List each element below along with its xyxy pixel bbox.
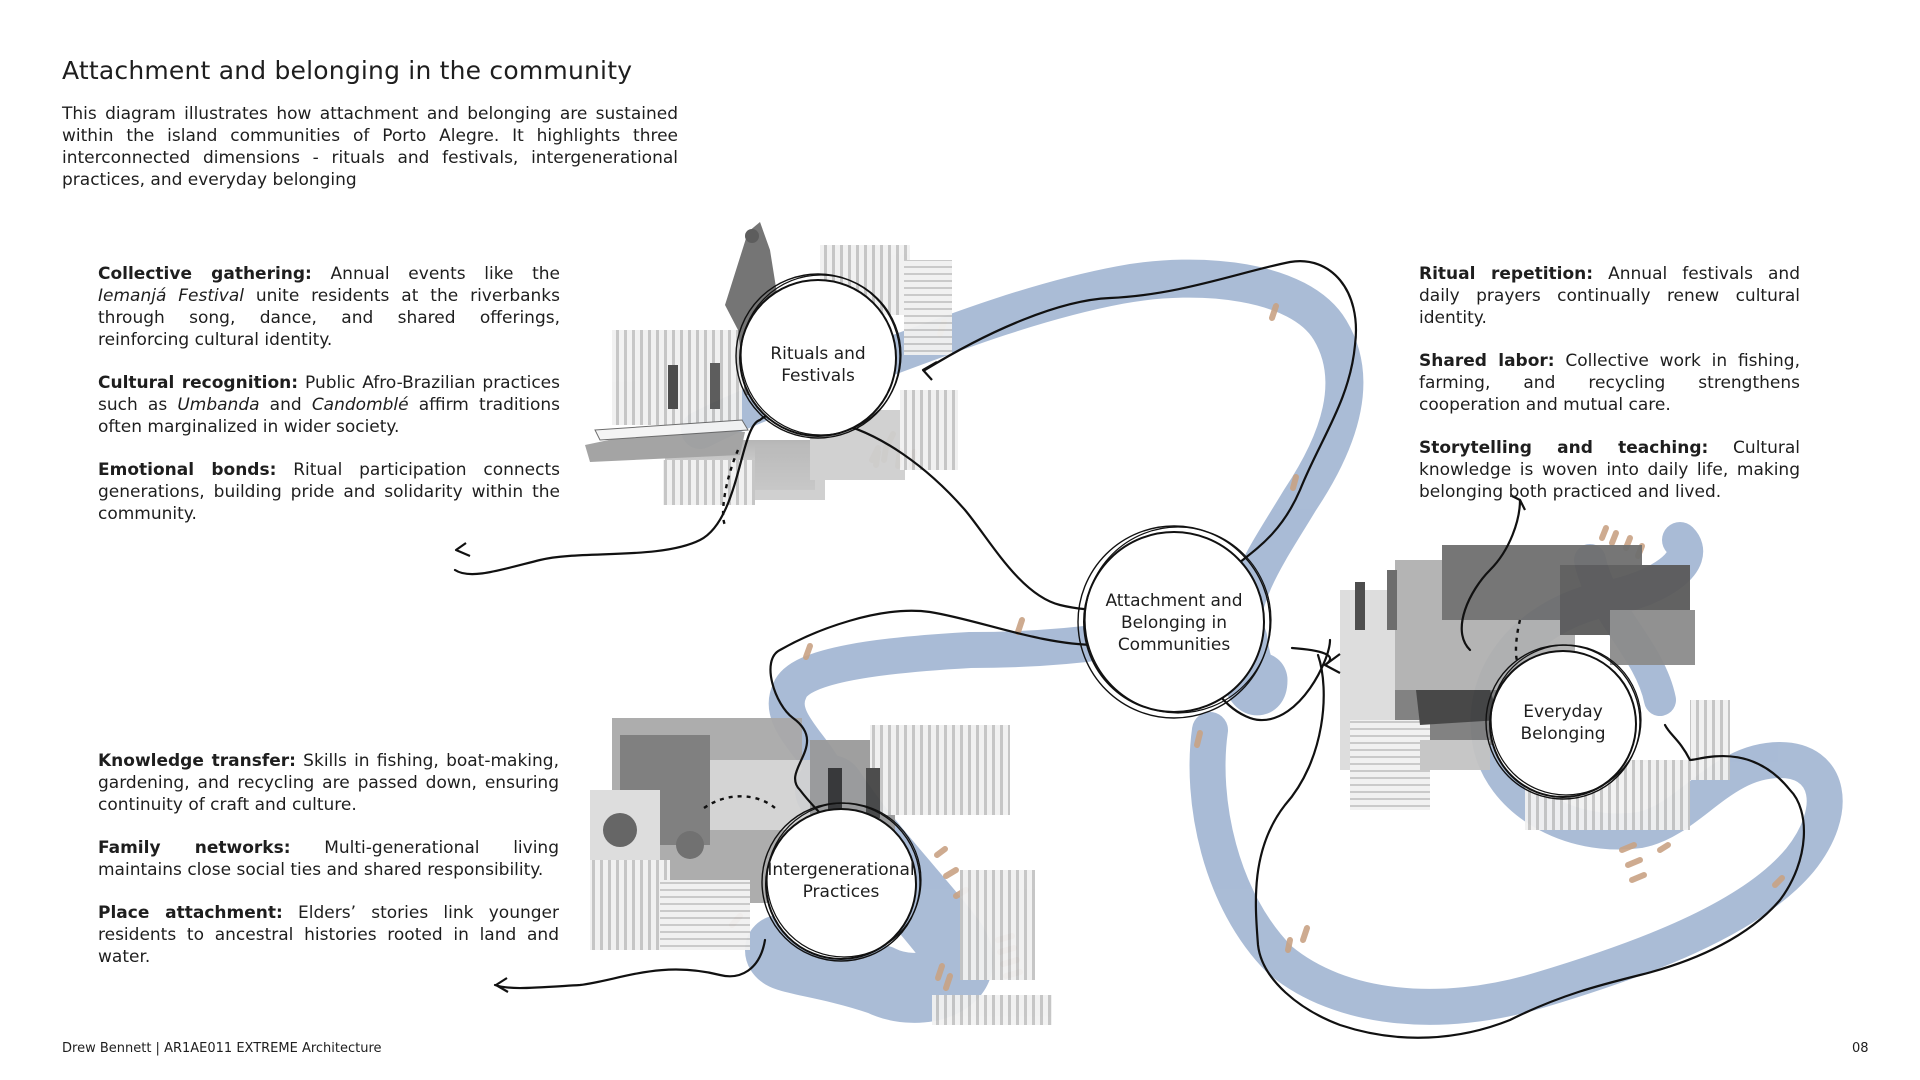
- paragraph-term: Cultural recognition:: [98, 373, 299, 393]
- paragraph-text: Annual festivals and daily prayers conti…: [1419, 264, 1800, 328]
- text-paragraph: Knowledge transfer: Skills in fishing, b…: [98, 750, 559, 816]
- paragraph-italic-text: Candomblé: [311, 395, 409, 415]
- paragraph-term: Knowledge transfer:: [98, 751, 296, 771]
- intro-paragraph: This diagram illustrates how attachment …: [62, 104, 678, 190]
- paragraph-text: and: [259, 395, 312, 415]
- paragraph-text: Skills in fishing, boat-making, gardenin…: [98, 751, 559, 815]
- paragraph-term: Ritual repetition:: [1419, 264, 1594, 284]
- node-circles: [735, 273, 1642, 962]
- paragraph-term: Emotional bonds:: [98, 460, 277, 480]
- paragraph-text: Annual events like the: [311, 264, 560, 284]
- paragraph-term: Collective gathering:: [98, 264, 312, 284]
- text-paragraph: Ritual repetition: Annual festivals and …: [1419, 263, 1800, 329]
- paragraph-text: Collective work in fishing, farming, and…: [1419, 351, 1800, 415]
- paragraph-text: Public Afro-Brazilian practices such as: [98, 373, 561, 415]
- text-paragraph: Place attachment: Elders’ stories link y…: [98, 902, 559, 968]
- intergenerational-text-block: Knowledge transfer: Skills in fishing, b…: [98, 750, 559, 989]
- paragraph-text: Cultural knowledge is woven into daily l…: [1419, 438, 1800, 502]
- paragraph-text: Elders’ stories link younger residents t…: [98, 903, 559, 967]
- paragraph-term: Shared labor:: [1419, 351, 1555, 371]
- belonging-text-block: Ritual repetition: Annual festivals and …: [1419, 263, 1800, 524]
- footer-credit: Drew Bennett | AR1AE011 EXTREME Architec…: [62, 1041, 382, 1056]
- text-paragraph: Emotional bonds: Ritual participation co…: [98, 459, 560, 525]
- paragraph-text: unite residents at the riverbanks throug…: [98, 286, 560, 350]
- node-label-rituals: Rituals and Festivals: [770, 344, 866, 386]
- text-paragraph: Family networks: Multi-generational livi…: [98, 837, 559, 881]
- intergenerational-collage: [590, 718, 1052, 1025]
- paragraph-term: Family networks:: [98, 838, 291, 858]
- node-label-everyday: Everyday Belonging: [1520, 702, 1606, 744]
- connector-lines: [453, 260, 1805, 1039]
- text-paragraph: Collective gathering: Annual events like…: [98, 263, 560, 351]
- arrowheads: [454, 361, 1526, 993]
- text-paragraph: Shared labor: Collective work in fishing…: [1419, 350, 1800, 416]
- paragraph-term: Place attachment:: [98, 903, 283, 923]
- node-label-center: Attachment and Belonging in Communities: [1105, 591, 1243, 655]
- paragraph-text: Ritual participation connects generation…: [98, 460, 560, 524]
- dashed-links: [703, 449, 1522, 809]
- text-paragraph: Storytelling and teaching: Cultural know…: [1419, 437, 1800, 503]
- page-number: 08: [1852, 1041, 1869, 1056]
- text-paragraph: Cultural recognition: Public Afro-Brazil…: [98, 372, 560, 438]
- node-label-intergenerational: Intergenerational Practices: [767, 860, 915, 902]
- paragraph-italic-text: Umbanda: [177, 395, 260, 415]
- page-title: Attachment and belonging in the communit…: [62, 56, 633, 85]
- paragraph-italic-text: Iemanjá Festival: [98, 286, 244, 306]
- rituals-text-block: Collective gathering: Annual events like…: [98, 263, 560, 546]
- paragraph-term: Storytelling and teaching:: [1419, 438, 1709, 458]
- paragraph-text: affirm traditions often marginalized in …: [98, 395, 561, 437]
- paragraph-text: Multi-generational living maintains clos…: [98, 838, 559, 880]
